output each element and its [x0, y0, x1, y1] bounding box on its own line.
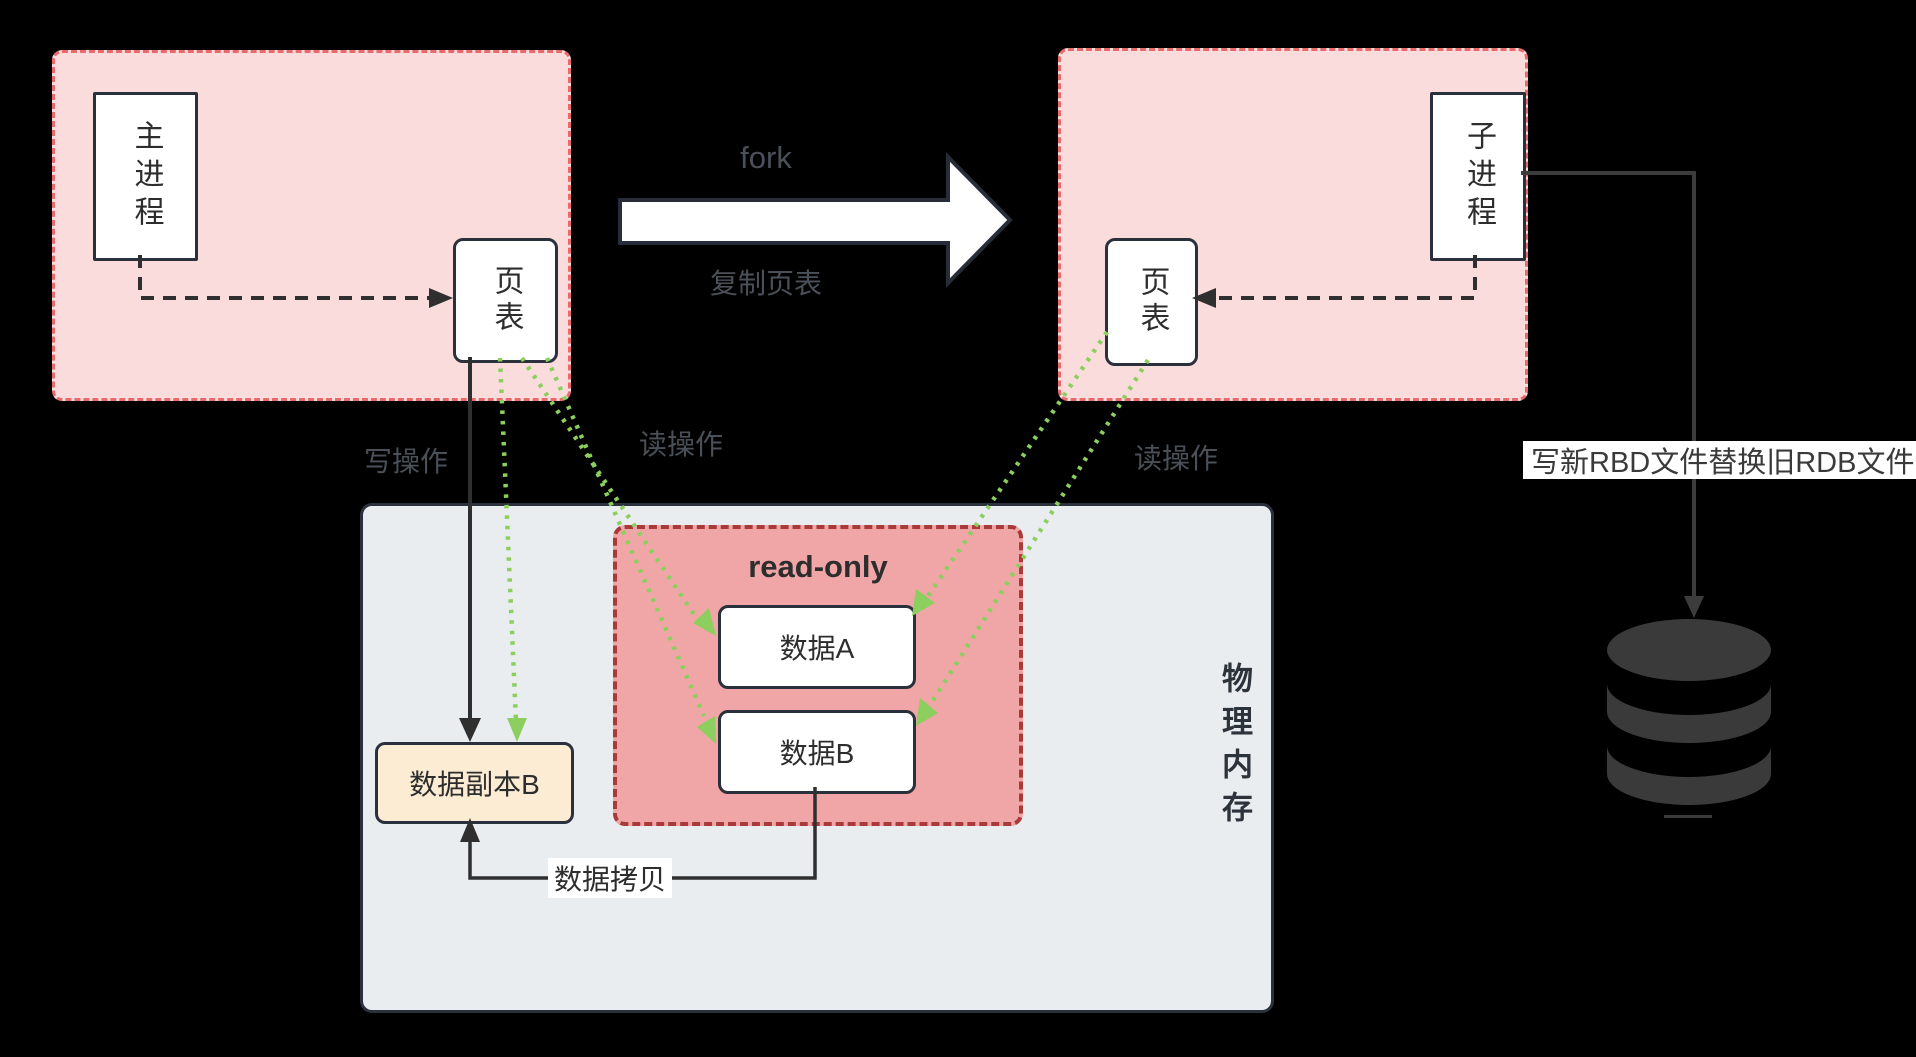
child-process-box: 子进程	[1430, 92, 1526, 261]
database-cylinder-icon	[1607, 619, 1771, 818]
green-arrowheads	[507, 589, 938, 744]
child-pagetable-to-dataA-line	[926, 330, 1109, 598]
rdb-arrowhead	[1684, 596, 1704, 618]
read-only-label: read-only	[748, 549, 888, 584]
green-pointer-lines	[497, 330, 1150, 723]
child-dashed-arrowhead	[1192, 288, 1216, 308]
child-pagetable-to-dataB-line	[930, 358, 1150, 704]
main-process-to-pagetable-arrow	[138, 255, 436, 300]
main-pagetable-to-dataA-line	[520, 356, 701, 624]
copy-page-table-label: 复制页表	[709, 268, 822, 299]
main-page-table-box: 页表	[453, 238, 558, 363]
main-pagetable-to-copyB-line	[497, 357, 519, 723]
read-operation-label-right: 读操作	[1133, 443, 1218, 474]
data-b-box: 数据B	[718, 710, 916, 794]
child-page-table-box: 页表	[1105, 238, 1198, 366]
read-operation-label-left: 读操作	[638, 429, 723, 460]
main-process-box: 主进程	[93, 92, 198, 261]
data-copy-b-box: 数据副本B	[375, 742, 574, 824]
child-to-rdb-line	[1521, 171, 1696, 600]
child-process-to-pagetable-arrow	[1210, 255, 1477, 300]
data-copy-label: 数据拷贝	[548, 858, 673, 898]
write-arrowhead	[459, 718, 481, 742]
main-pagetable-to-dataB-line	[544, 357, 707, 717]
data-copy-arrowhead	[460, 818, 480, 842]
physical-memory-label: 物理内存	[1217, 662, 1252, 834]
fork-label: fork	[740, 140, 792, 175]
data-a-box: 数据A	[718, 605, 916, 689]
rdb-replace-note: 写新RBD文件替换旧RDB文件	[1523, 441, 1916, 479]
write-operation-label: 写操作	[363, 446, 448, 477]
fork-block-arrow	[618, 152, 1013, 288]
main-dashed-arrowhead	[429, 288, 453, 308]
